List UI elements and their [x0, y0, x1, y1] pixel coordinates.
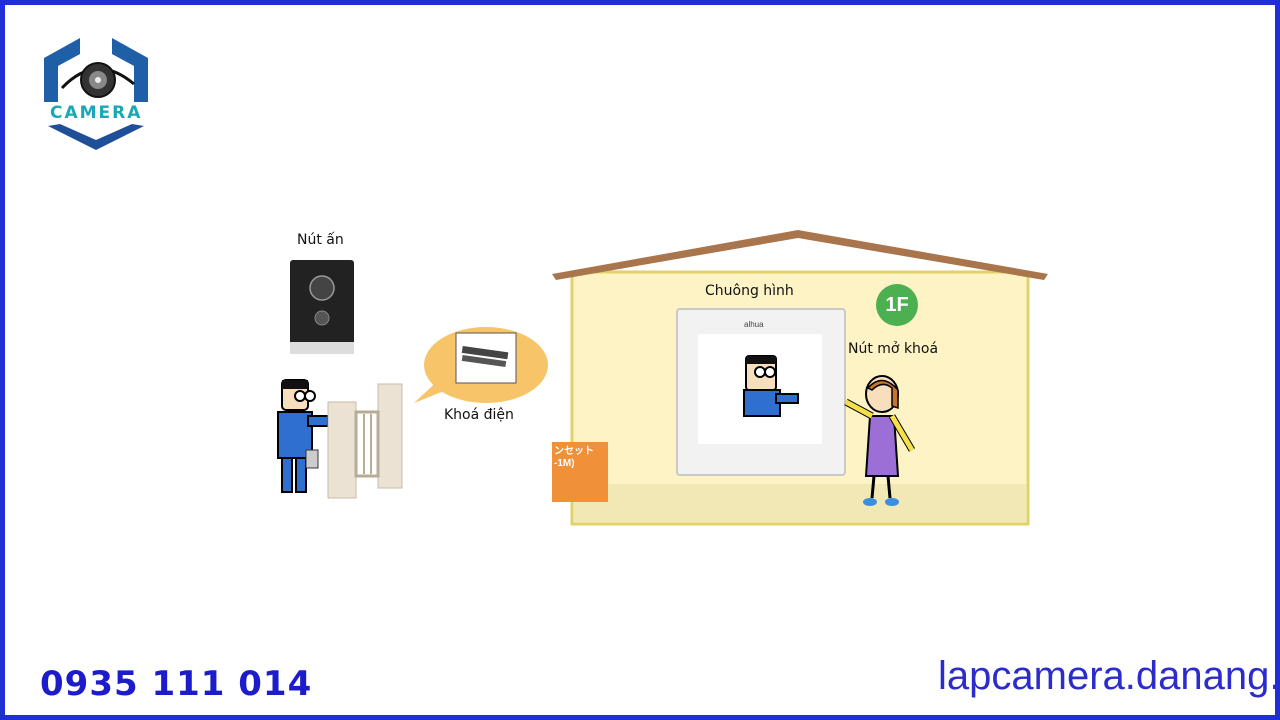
- monitor-brand: alhua: [744, 320, 764, 329]
- orange-box-text-2: -1M): [554, 458, 575, 469]
- unlock-button-label: Nút mở khoá: [848, 341, 939, 357]
- logo-text: CAMERA: [50, 103, 143, 123]
- resident-woman-icon: [844, 375, 916, 506]
- orange-label-box: ンセット -1M): [552, 442, 608, 502]
- gate-icon: [327, 383, 403, 499]
- monitor-screen: [698, 334, 822, 444]
- indoor-monitor: alhua: [676, 308, 846, 476]
- door-station-icon: [290, 260, 354, 354]
- phone-number: 0935 111 014: [40, 664, 313, 704]
- floor-badge: 1F: [876, 284, 918, 326]
- website-link[interactable]: lapcamera.danang.vn: [938, 654, 1280, 698]
- orange-box-text: ンセット: [554, 446, 594, 457]
- visitor-man-icon: [277, 379, 329, 493]
- door-station-label: Nút ấn: [297, 232, 344, 248]
- electric-lock-label: Khoá điện: [444, 407, 514, 423]
- electric-lock-bubble: [414, 327, 548, 403]
- monitor-label: Chuông hình: [705, 283, 794, 299]
